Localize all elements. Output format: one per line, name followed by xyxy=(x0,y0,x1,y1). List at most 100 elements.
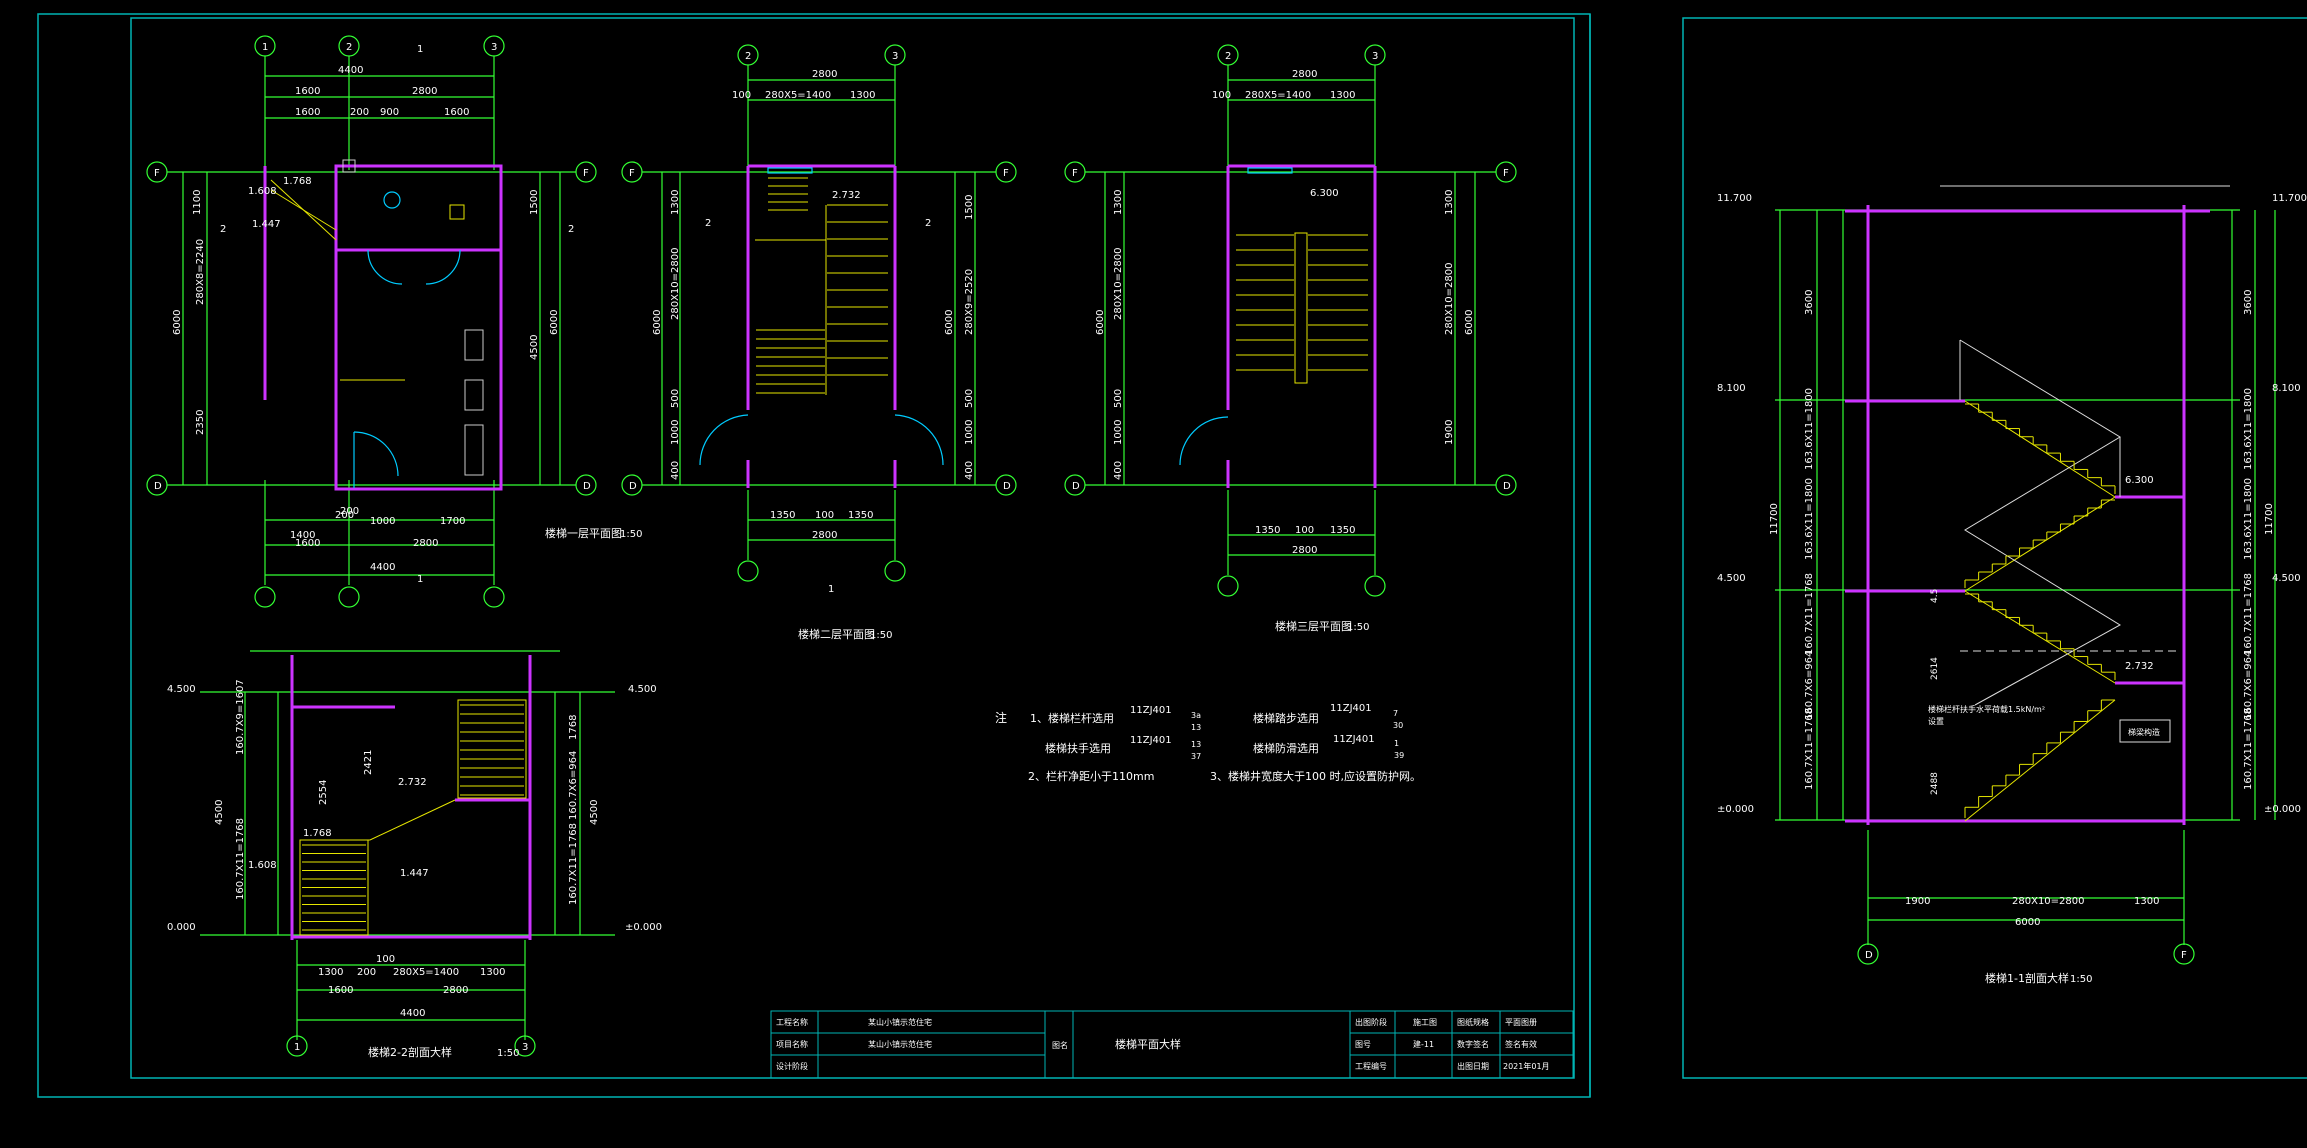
note-line-2-value: 110mm xyxy=(1112,770,1154,783)
tb-project-label: 工程名称 xyxy=(776,1017,808,1027)
dim-text: 160.7X6=964 xyxy=(568,751,579,820)
dim-text: 1300 xyxy=(1330,90,1355,101)
dim-text: 1600 xyxy=(295,107,320,118)
note-sym: 7 xyxy=(1393,709,1398,718)
section-mark: 2 xyxy=(705,218,711,229)
dim-text: 280X8=2240 xyxy=(195,239,206,305)
note-sym: 13 xyxy=(1191,740,1201,749)
note-line-3: 3、楼梯井宽度大于 xyxy=(1210,769,1305,783)
dim-text: 163.6X11=1800 xyxy=(2243,388,2254,470)
dim-text: 6000 xyxy=(549,310,560,335)
dim-text: 2800 xyxy=(1292,545,1317,556)
tb-d3v: 2021年01月 xyxy=(1503,1061,1550,1071)
dim-text: 4500 xyxy=(214,800,225,825)
level-text: 1.608 xyxy=(248,860,277,871)
level-text: 11.700 xyxy=(1717,193,1752,204)
dim-text: 280X5=1400 xyxy=(393,967,459,978)
note-ref: 11ZJ401 xyxy=(1130,705,1172,716)
dim-text: 2800 xyxy=(812,69,837,80)
dim-text: 400 xyxy=(1113,461,1124,480)
note-item: 楼梯踏步选用 xyxy=(1253,711,1319,725)
level-text: 4.500 xyxy=(2272,573,2301,584)
axis-label-3: 3 xyxy=(1372,51,1378,62)
dim-text: 1350 xyxy=(848,510,873,521)
axis-label-D: D xyxy=(1865,950,1873,961)
dim-text: 4400 xyxy=(338,65,363,76)
dim-text: 1300 xyxy=(670,190,681,215)
dim-text: 1300 xyxy=(318,967,343,978)
dim-text: 280X5=1400 xyxy=(1245,90,1311,101)
tb-d1: 图纸规格 xyxy=(1457,1017,1489,1027)
axis-label-F: F xyxy=(1503,168,1509,179)
title-block xyxy=(770,1010,1574,1079)
axis-label-F: F xyxy=(154,168,160,179)
level-text: ±0.000 xyxy=(2264,804,2301,815)
tb-c2v: 建-11 xyxy=(1413,1039,1434,1049)
dim-text: 1350 xyxy=(1255,525,1280,536)
tb-c2: 图号 xyxy=(1355,1040,1371,1049)
dim-text: 6000 xyxy=(944,310,955,335)
dim-text: 1500 xyxy=(964,195,975,220)
dim-text: 200 xyxy=(340,506,359,517)
dim-text: 1100 xyxy=(192,190,203,215)
dim-text: 280X10=2800 xyxy=(2012,896,2085,907)
dim-text: 2800 xyxy=(412,86,437,97)
dim-text: 2554 xyxy=(318,780,329,805)
axis-label-2: 2 xyxy=(1225,51,1231,62)
level-text: 4.500 xyxy=(628,684,657,695)
axis-bubble-3-bottom xyxy=(483,586,505,608)
annotation: 楼梯栏杆扶手水平荷载1.5kN/m² xyxy=(1928,704,2045,714)
axis-bubble-1-bottom xyxy=(254,586,276,608)
annotation: 2488 xyxy=(1930,772,1940,795)
dim-text: 100 xyxy=(815,510,834,521)
note-ref: 11ZJ401 xyxy=(1330,703,1372,714)
dim-text: 2800 xyxy=(1292,69,1317,80)
section-mark: 1 xyxy=(828,584,834,595)
level-text: ±0.000 xyxy=(1717,804,1754,815)
stair-tread-layer xyxy=(302,177,2116,931)
level-text: 6.300 xyxy=(2125,475,2154,486)
note-line-2: 2、栏杆净距小于 xyxy=(1028,769,1112,783)
dim-text: 11700 xyxy=(2264,503,2275,535)
level-text: 8.100 xyxy=(1717,383,1746,394)
dim-text: 1300 xyxy=(2134,896,2159,907)
dim-text: 160.7X11=1768 xyxy=(2243,708,2254,790)
dim-text: 1768 xyxy=(568,715,579,740)
dim-text: 1900 xyxy=(1444,420,1455,445)
dim-text: 100 xyxy=(376,954,395,965)
axis-label-F: F xyxy=(583,168,589,179)
dim-text: 500 xyxy=(670,389,681,408)
dim-text: 400 xyxy=(964,461,975,480)
dim-text: 1700 xyxy=(440,516,465,527)
dim-text: 4500 xyxy=(529,335,540,360)
tb-stage-label: 设计阶段 xyxy=(776,1061,808,1071)
tb-d2: 数字签名 xyxy=(1457,1039,1489,1049)
section-mark: 2 xyxy=(925,218,931,229)
axis-bubble-2-bottom xyxy=(338,586,360,608)
plan2-stair-treads xyxy=(755,205,827,395)
axis-label-3: 3 xyxy=(522,1042,528,1053)
dim-text: 1000 xyxy=(964,420,975,445)
level-text: 1.447 xyxy=(252,219,281,230)
note-sym: 37 xyxy=(1191,752,1201,761)
note-line-3-value: 100 时,应设置防护网。 xyxy=(1305,769,1421,783)
axis-label-D: D xyxy=(1003,481,1011,492)
annotation: 4.5 xyxy=(1930,589,1940,603)
stair-beam-hatch xyxy=(2119,719,2171,743)
dim-text: 6000 xyxy=(1464,310,1475,335)
note-sym: 30 xyxy=(1393,721,1403,730)
dim-text: 2800 xyxy=(812,530,837,541)
axis-label-F: F xyxy=(1072,168,1078,179)
dim-text: 6000 xyxy=(1095,310,1106,335)
section11-title: 楼梯1-1剖面大样 xyxy=(1985,971,2069,985)
tb-d1v: 平面图册 xyxy=(1505,1018,1537,1027)
note-sym: 39 xyxy=(1394,751,1404,760)
plan-1-first-floor xyxy=(146,35,597,608)
tb-c3: 工程编号 xyxy=(1355,1061,1387,1071)
dim-text: 280X9=2520 xyxy=(964,269,975,335)
section-2-2 xyxy=(200,650,615,1057)
level-text: 1.768 xyxy=(283,176,312,187)
note-ref: 11ZJ401 xyxy=(1130,735,1172,746)
axis-bubble-3 xyxy=(483,35,505,57)
dim-text: 1300 xyxy=(850,90,875,101)
